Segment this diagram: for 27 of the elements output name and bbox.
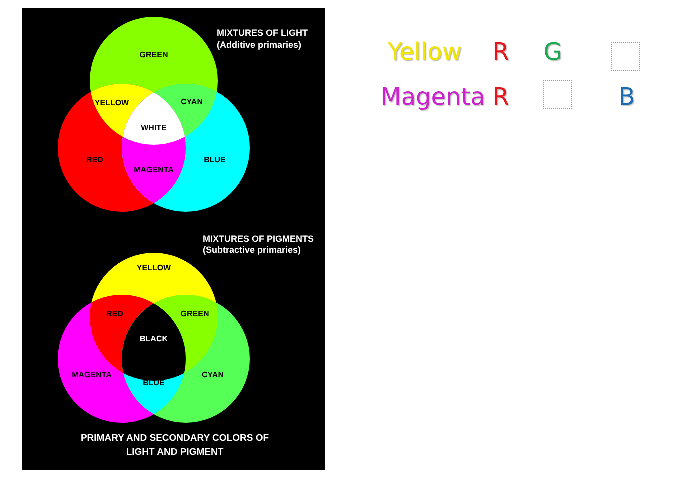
caption-text: PRIMARY AND SECONDARY COLORS OF LIGHT AND PIGMENT bbox=[80, 432, 270, 460]
circle-label: YELLOW bbox=[136, 264, 172, 272]
region-label: YELLOW bbox=[94, 98, 130, 108]
region-label: BLUE bbox=[143, 378, 165, 388]
region-label: GREEN bbox=[180, 310, 210, 318]
region-label: WHITE bbox=[141, 124, 167, 132]
heading-text: MIXTURES OF LIGHT bbox=[217, 28, 308, 38]
region-label: MAGENTA bbox=[134, 166, 174, 174]
color-letter: Yellow bbox=[388, 38, 462, 66]
circle-label: GREEN bbox=[140, 50, 168, 60]
region-label: CYAN bbox=[181, 98, 203, 106]
heading-text: MIXTURES OF PIGMENTS bbox=[203, 234, 314, 244]
empty-box bbox=[611, 42, 640, 71]
region-label: BLACK bbox=[140, 334, 168, 344]
region-label: RED bbox=[106, 310, 124, 318]
color-letter: G bbox=[544, 38, 562, 66]
circle-label: CYAN bbox=[202, 370, 224, 380]
heading-text: (Additive primaries) bbox=[217, 40, 302, 50]
color-letter: Magenta bbox=[380, 83, 486, 111]
color-letter: B bbox=[618, 83, 636, 111]
circle-label: RED bbox=[86, 156, 104, 164]
color-letter: R bbox=[492, 83, 510, 111]
circle-label: BLUE bbox=[204, 156, 226, 164]
color-letter: R bbox=[492, 38, 510, 66]
heading-text: (Subtractive primaries) bbox=[203, 245, 302, 255]
circle-label: MAGENTA bbox=[72, 370, 112, 380]
empty-box bbox=[543, 80, 572, 109]
